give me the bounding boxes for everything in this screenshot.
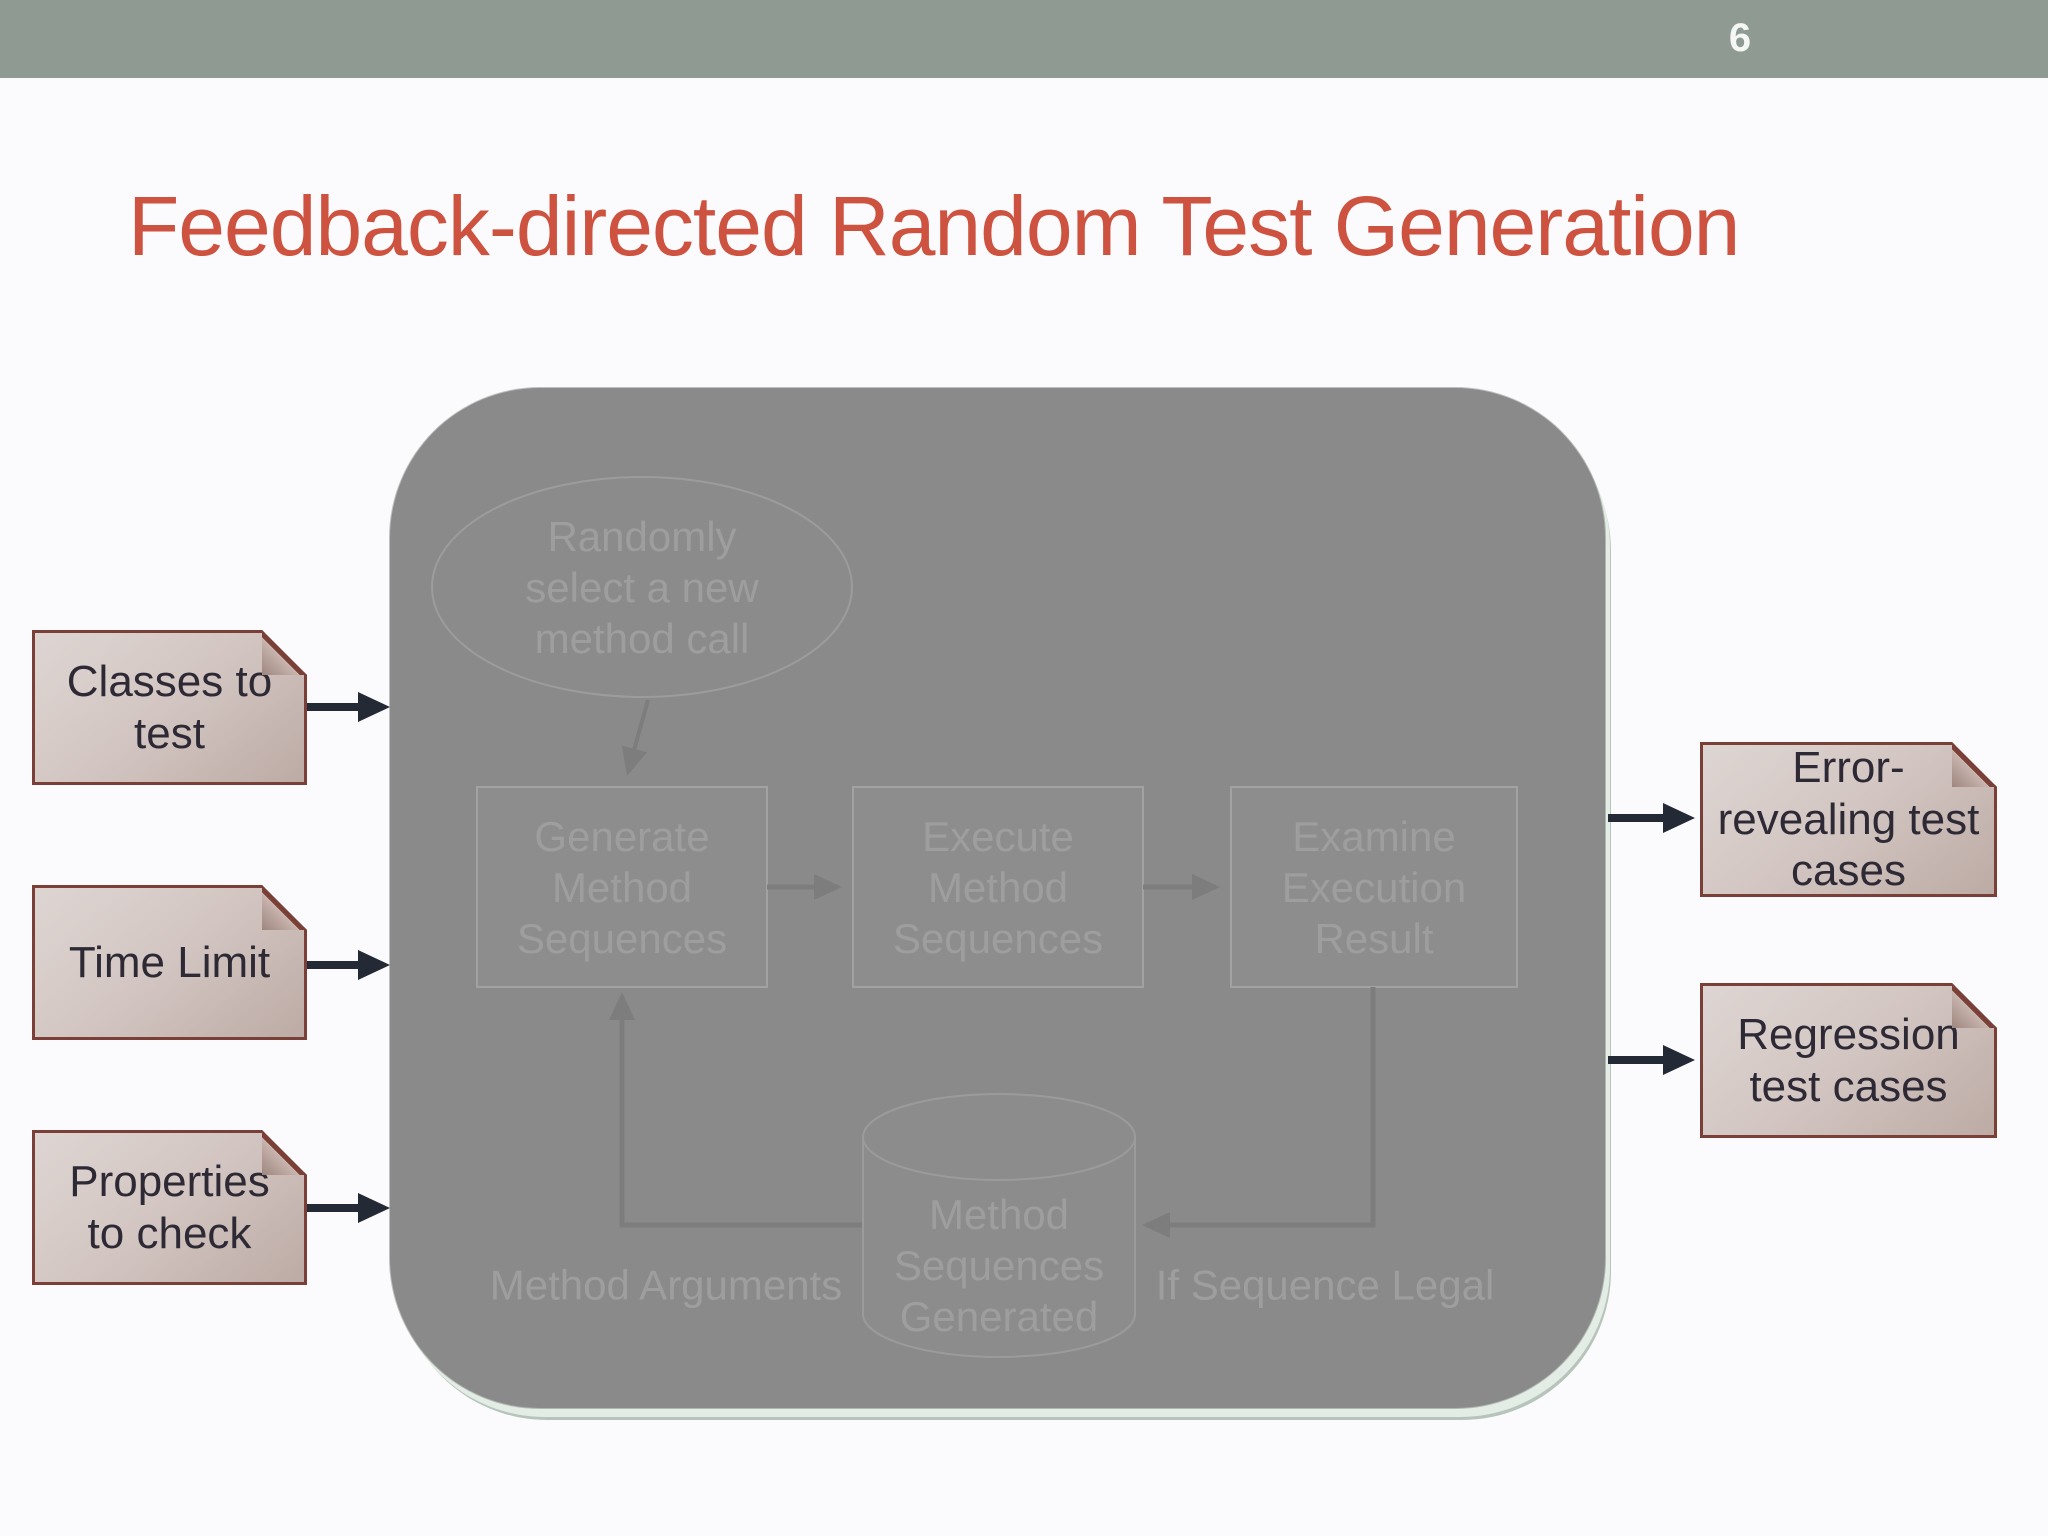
arrow-properties-to-panel — [307, 1193, 390, 1223]
start-ellipse-shape — [431, 476, 853, 698]
input-card-time-limit: Time Limit — [32, 885, 307, 1040]
page-number: 6 — [1728, 16, 1752, 60]
arrow-select-to-generate — [621, 699, 650, 776]
flowchart-canvas — [431, 476, 1518, 1358]
arrow-panel-to-error-cases — [1608, 803, 1695, 833]
arrow-classes-to-panel — [307, 692, 390, 722]
process-panel: Randomly select a new method call Genera… — [390, 388, 1605, 1408]
arrow-time-limit-to-panel — [307, 950, 390, 980]
output-card-label: Regression test cases — [1737, 1009, 1960, 1111]
arrow-panel-to-regression-cases — [1608, 1045, 1695, 1075]
input-card-classes-to-test: Classes to test — [32, 630, 307, 785]
page-title: Feedback-directed Random Test Generation — [128, 179, 1740, 273]
datastore-cylinder-body — [862, 1137, 1136, 1358]
input-card-label: Time Limit — [68, 937, 271, 987]
datastore-cylinder-top — [862, 1093, 1136, 1181]
step-box-generate — [476, 786, 768, 988]
header-bar: 6 — [0, 0, 2048, 78]
arrow-datastore-to-generate — [609, 992, 863, 1228]
step-box-examine — [1230, 786, 1518, 988]
output-card-error-revealing: Error- revealing test cases — [1700, 742, 1997, 897]
arrow-examine-to-datastore — [1142, 987, 1376, 1238]
input-card-properties-to-check: Properties to check — [32, 1130, 307, 1285]
input-card-label: Classes to test — [66, 656, 273, 758]
output-card-label: Error- revealing test cases — [1717, 742, 1980, 896]
input-card-label: Properties to check — [69, 1156, 270, 1258]
output-card-regression: Regression test cases — [1700, 983, 1997, 1138]
step-box-execute — [852, 786, 1144, 988]
